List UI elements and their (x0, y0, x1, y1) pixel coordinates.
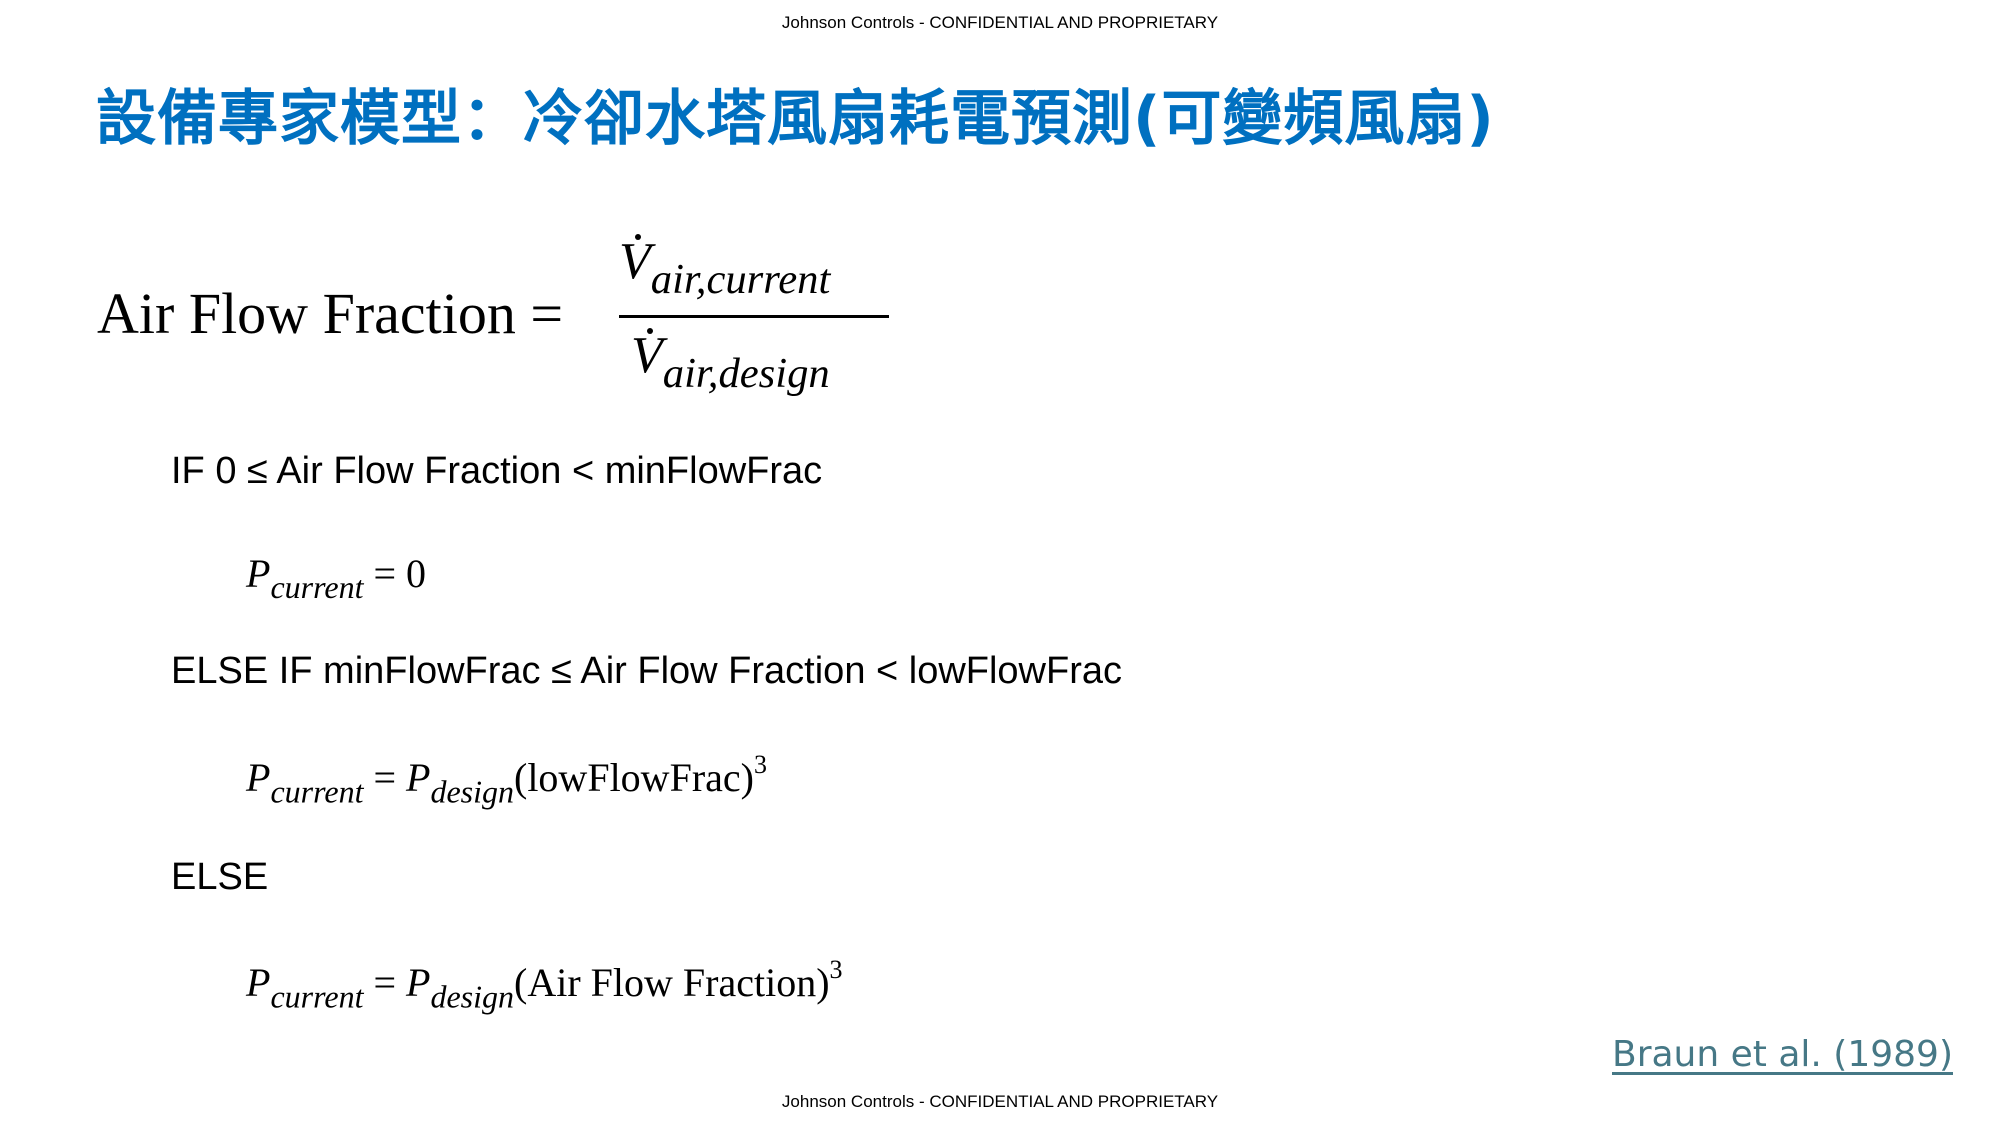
power-symbol: P (246, 755, 271, 801)
power-symbol: P (246, 960, 271, 1006)
condition-else: ELSE (171, 856, 269, 898)
volumetric-flow-symbol: V (631, 327, 663, 384)
design-power-symbol: P (406, 960, 431, 1006)
term: (lowFlowFrac) (514, 755, 754, 801)
denominator-subscript: air,design (662, 349, 830, 397)
term: (Air Flow Fraction) (514, 960, 830, 1006)
power-equation-zero: Pcurrent = 0 (246, 550, 426, 606)
power-subscript: current (270, 569, 364, 606)
power-equation-low-flow: Pcurrent = Pdesign(lowFlowFrac)3 (246, 750, 767, 810)
condition-if: IF 0 ≤ Air Flow Fraction < minFlowFrac (171, 450, 823, 492)
fraction-bar (619, 315, 889, 318)
exponent: 3 (829, 955, 843, 984)
numerator-subscript: air,current (650, 255, 831, 303)
power-subscript: current (270, 773, 364, 810)
power-subscript: current (270, 978, 364, 1015)
page-title: 設備專家模型：冷卻水塔風扇耗電預測(可變頻風扇) (96, 84, 1495, 154)
citation-link[interactable]: Braun et al. (1989) (1612, 1034, 1953, 1075)
power-equation-cubic: Pcurrent = Pdesign(Air Flow Fraction)3 (246, 955, 843, 1015)
air-flow-fraction-lhs: Air Flow Fraction = (97, 281, 564, 346)
fraction-denominator: Vair,design (631, 326, 830, 398)
design-subscript: design (430, 773, 514, 810)
equals: = (363, 755, 407, 801)
confidential-footer: Johnson Controls - CONFIDENTIAL AND PROP… (781, 1092, 1219, 1111)
condition-else-if: ELSE IF minFlowFrac ≤ Air Flow Fraction … (171, 650, 1123, 692)
equation-rhs: = 0 (363, 551, 427, 596)
power-symbol: P (246, 551, 271, 596)
confidential-header: Johnson Controls - CONFIDENTIAL AND PROP… (781, 13, 1219, 32)
fraction-numerator: Vair,current (619, 232, 830, 304)
design-subscript: design (430, 978, 514, 1015)
equals: = (363, 960, 407, 1006)
volumetric-flow-symbol: V (619, 233, 651, 290)
design-power-symbol: P (406, 755, 431, 801)
exponent: 3 (753, 750, 767, 779)
